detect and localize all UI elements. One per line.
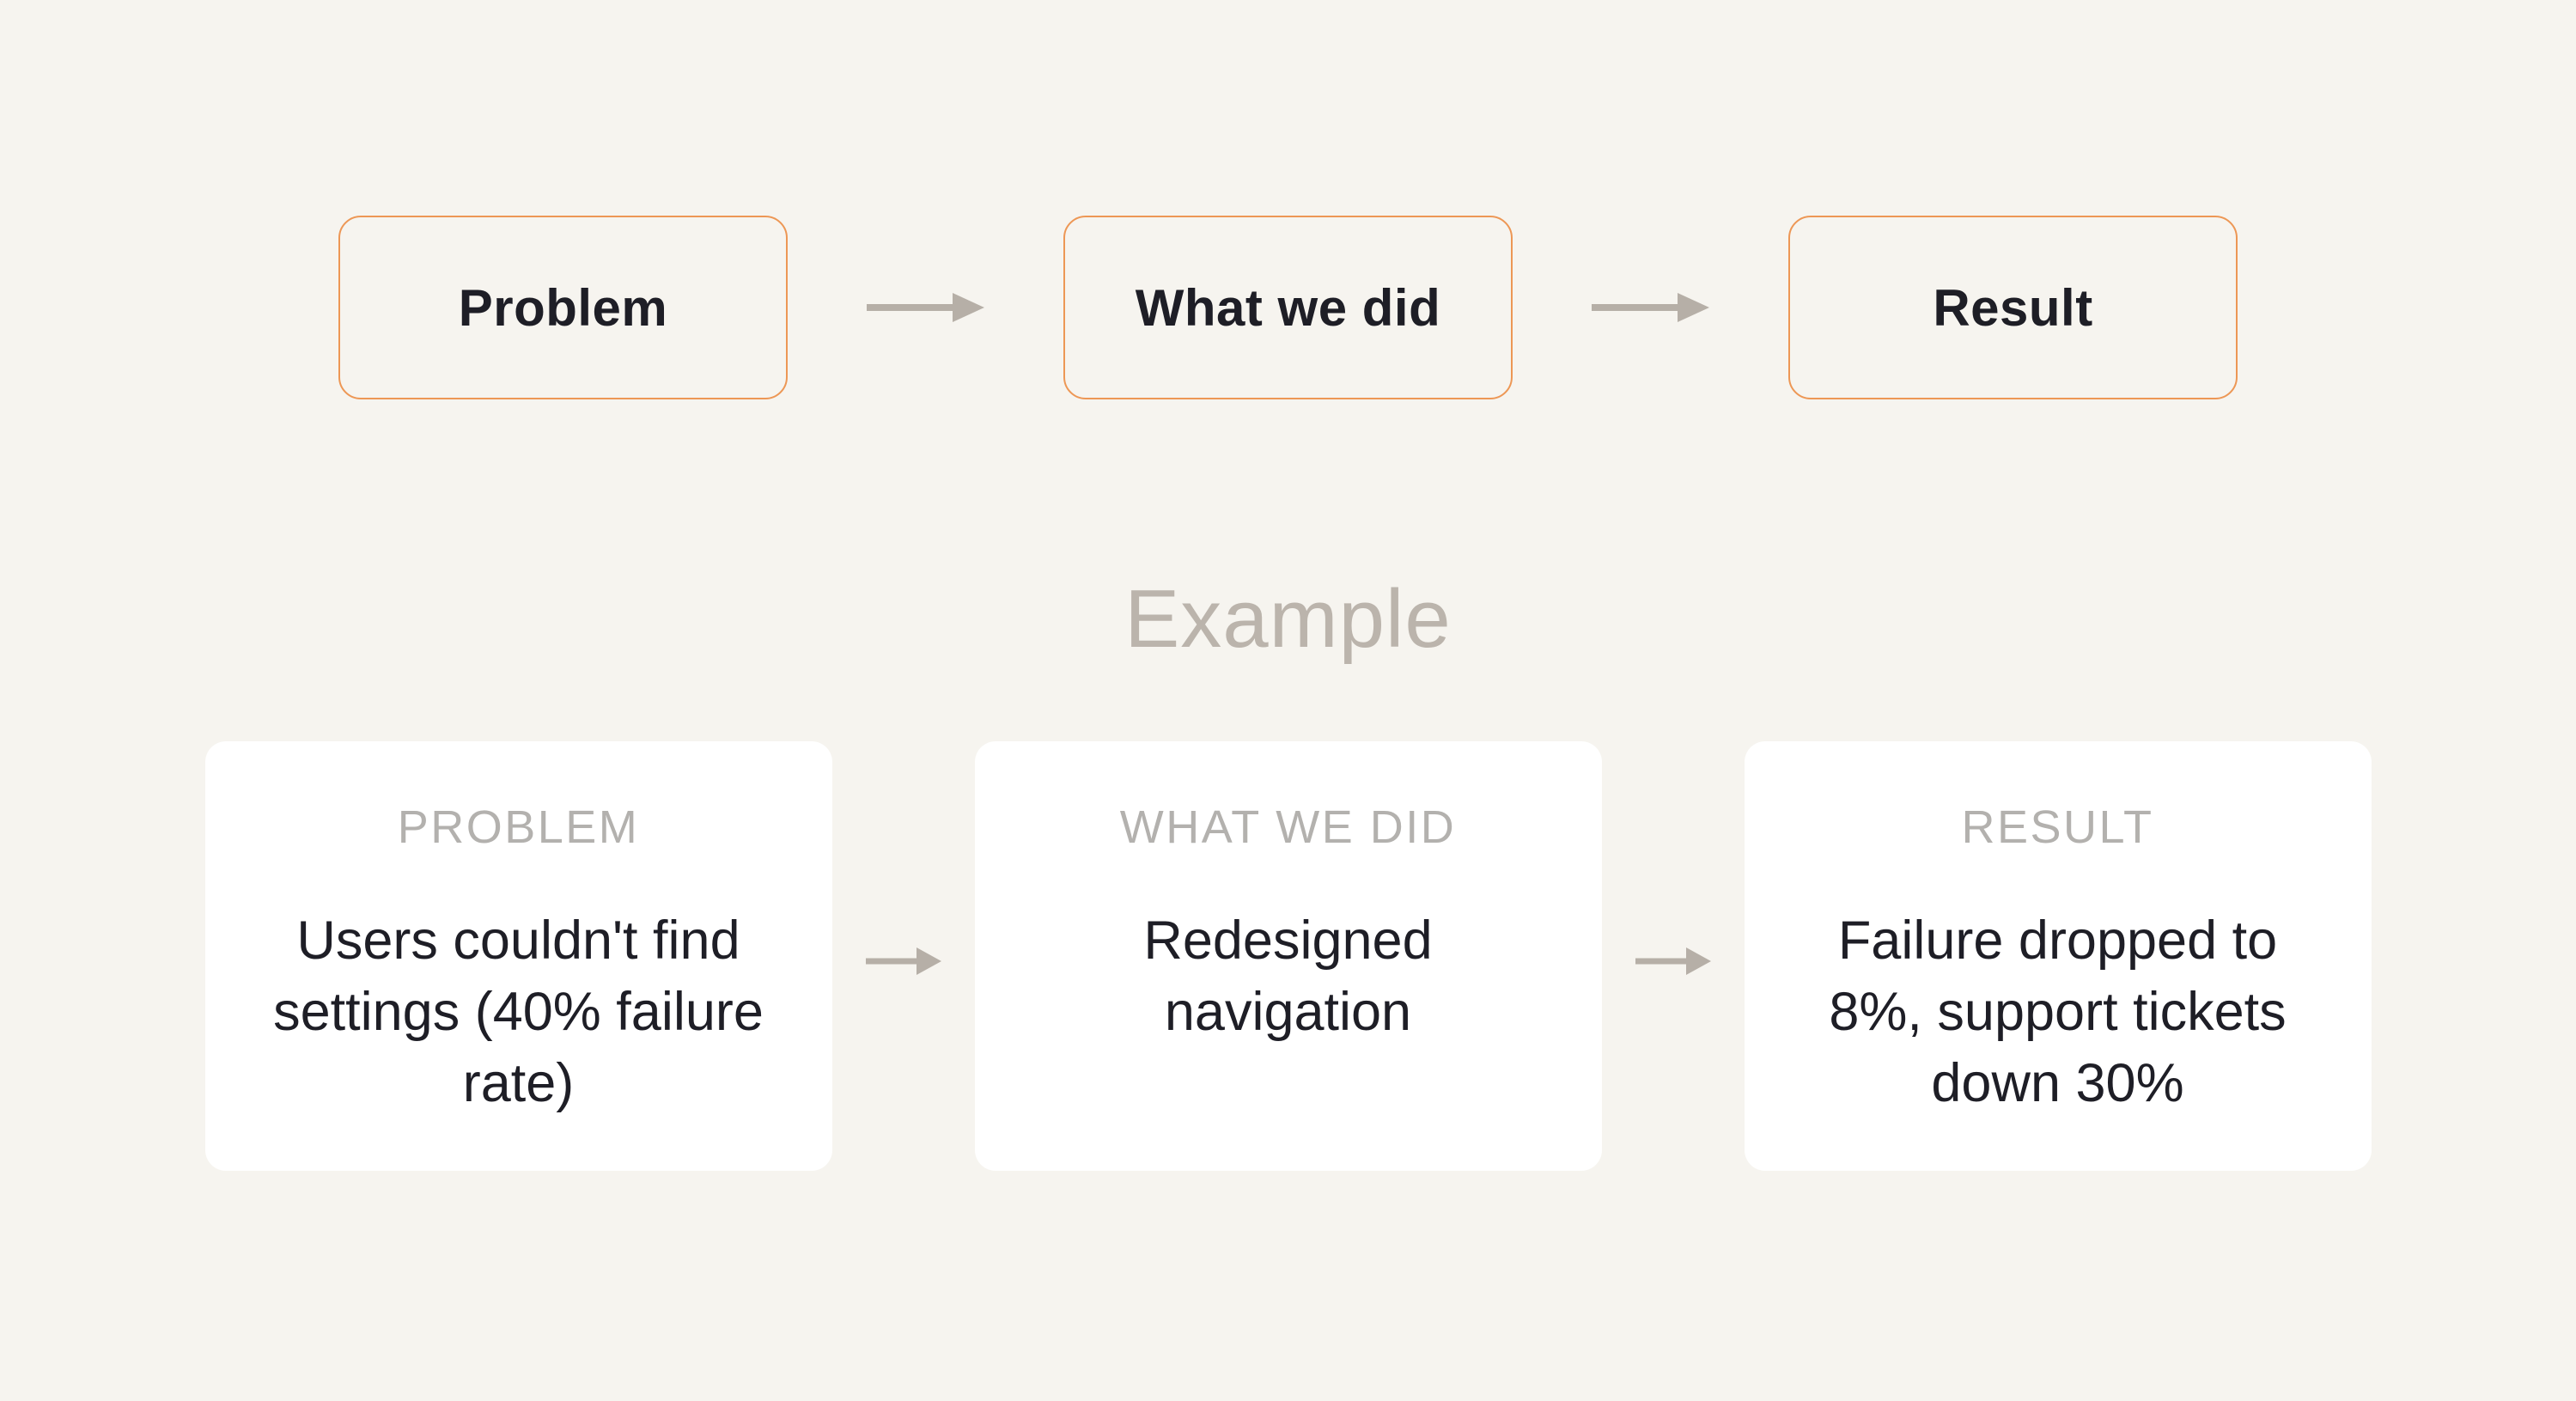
card-label: PROBLEM: [397, 801, 640, 853]
card-body-text: Failure dropped to 8%, support tickets d…: [1829, 911, 2287, 1113]
flow-step-result: Result: [1788, 216, 2238, 399]
flow-step-problem: Problem: [338, 216, 788, 399]
flow-step-label: Problem: [458, 278, 668, 337]
flow-step-what-we-did: What we did: [1063, 216, 1513, 399]
arrow-right-icon: [1635, 947, 1711, 975]
example-cards-row: PROBLEM Users couldn't find settings (40…: [0, 741, 2576, 1171]
card-connector: [1602, 741, 1745, 1171]
example-card-result: RESULT Failure dropped to 8%, support ti…: [1744, 741, 2372, 1171]
flow-step-label: What we did: [1135, 278, 1441, 337]
flow-connector: [1513, 216, 1788, 399]
card-label: WHAT WE DID: [1119, 801, 1457, 853]
example-heading: Example: [1124, 573, 1452, 665]
card-body-text: Redesigned navigation: [1143, 911, 1433, 1042]
flow-steps-row: Problem What we did Result: [0, 216, 2576, 399]
flow-step-label: Result: [1933, 278, 2093, 337]
arrow-right-icon: [1592, 293, 1709, 322]
card-body-text: Users couldn't find settings (40% failur…: [273, 911, 764, 1113]
example-card-problem: PROBLEM Users couldn't find settings (40…: [204, 741, 832, 1171]
arrow-right-icon: [867, 293, 984, 322]
card-label: RESULT: [1961, 801, 2154, 853]
example-card-what-we-did: WHAT WE DID Redesigned navigation: [974, 741, 1602, 1171]
arrow-right-icon: [865, 947, 941, 975]
flow-connector: [788, 216, 1063, 399]
card-connector: [832, 741, 975, 1171]
